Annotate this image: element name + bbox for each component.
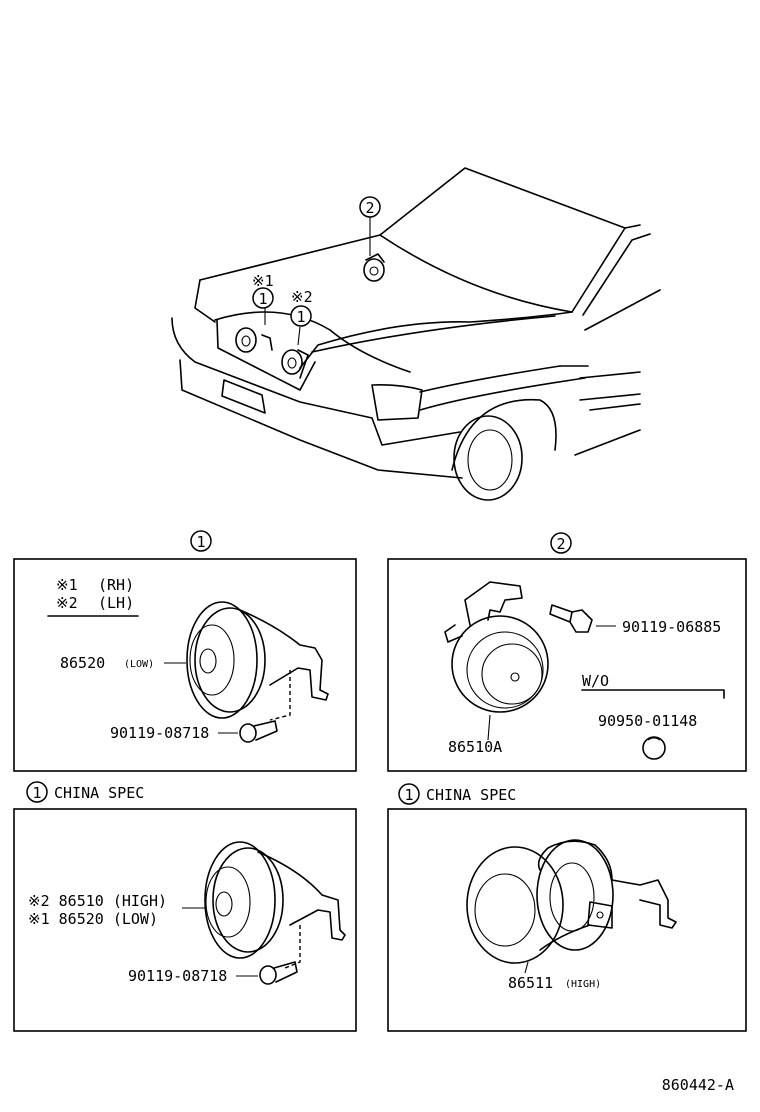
callout-1a-number: 1 — [258, 290, 267, 308]
panel-horn-low: 1 ※1 (RH) ※2 (LH) 86520 (LOW) 90119-0871… — [13, 530, 357, 772]
panel-d-frame — [387, 808, 747, 1032]
part-90119-06885-label: 90119-06885 — [622, 618, 721, 636]
callout-1a-marker — [252, 287, 274, 309]
panel-d-header-number: 1 — [404, 786, 413, 804]
horn-86510-86520-drawing — [204, 841, 346, 969]
cap-90950-01148-drawing — [642, 736, 666, 760]
part-90950-01148-label: 90950-01148 — [598, 712, 697, 730]
horn-86510a-drawing — [444, 581, 549, 713]
wo-label: W/O — [582, 672, 609, 690]
note-1-mark: ※1 — [252, 272, 274, 290]
callout-1b-number: 1 — [296, 308, 305, 326]
panel-china-spec-high: 1 CHINA SPEC 86511 (HIGH) — [387, 783, 747, 1032]
part-86510a-label: 86510A — [448, 738, 502, 756]
panel-china-spec-low-high: 1 CHINA SPEC ※2 86510 (HIGH) ※1 86520 (L… — [13, 781, 357, 1032]
part-90119-08718-china-label: 90119-08718 — [128, 967, 227, 985]
horn-86520-drawing — [186, 601, 329, 721]
legend-lh-mark: ※2 — [56, 594, 78, 612]
panel-a-header-number: 1 — [196, 533, 205, 551]
part-90119-08718-label: 90119-08718 — [110, 724, 209, 742]
panel-c-header-number: 1 — [32, 784, 41, 802]
part-86520-label: 86520 — [60, 654, 105, 672]
panel-b-header-marker — [550, 532, 572, 554]
panel-c-header-text: CHINA SPEC — [54, 784, 144, 802]
callout-2-marker — [359, 196, 381, 218]
panel-a-header-marker — [190, 530, 212, 552]
callout-1b-marker — [290, 305, 312, 327]
callout-2-number: 2 — [365, 199, 374, 217]
bolt-90119-08718-china-drawing — [259, 961, 298, 985]
part-86510-high-label: ※2 86510 (HIGH) — [28, 892, 167, 910]
horn-86511-drawing — [466, 839, 677, 964]
panel-a-frame — [13, 558, 357, 772]
panel-horn-86510a: 2 86510A 90119-06885 W/O 90950-01148 — [387, 532, 747, 772]
part-86520-variant: (LOW) — [124, 659, 154, 670]
diagram-id: 860442-A — [662, 1076, 734, 1094]
note-2-mark: ※2 — [291, 288, 313, 306]
panel-b-header-number: 2 — [556, 535, 565, 553]
part-86511-label: 86511 — [508, 974, 553, 992]
panel-c-frame — [13, 808, 357, 1032]
panel-b-frame — [387, 558, 747, 772]
panel-d-header-text: CHINA SPEC — [426, 786, 516, 804]
panel-c-header-marker — [26, 781, 48, 803]
part-86520-low-label: ※1 86520 (LOW) — [28, 910, 158, 928]
legend-rh-text: (RH) — [98, 576, 134, 594]
legend-lh-text: (LH) — [98, 594, 134, 612]
bolt-90119-06885-drawing — [549, 604, 593, 633]
part-86511-variant: (HIGH) — [565, 979, 601, 990]
legend-rh-mark: ※1 — [56, 576, 78, 594]
car-overview-illustration: 2 ※1 1 ※2 1 — [171, 167, 661, 501]
bolt-90119-08718-drawing — [239, 720, 278, 743]
panel-d-header-marker — [398, 783, 420, 805]
